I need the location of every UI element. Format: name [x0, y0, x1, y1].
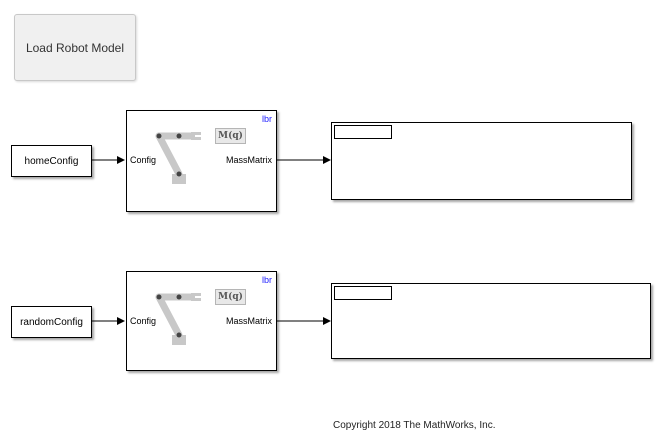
mass-matrix-icon-label: M(q): [215, 289, 246, 305]
robot-arm-icon: [155, 132, 201, 184]
input-port-label: Config: [130, 316, 157, 326]
robot-name-label: lbr: [261, 275, 272, 285]
robot-arm-icon: [155, 293, 201, 345]
display-readout: [334, 125, 392, 139]
random-config-block[interactable]: randomConfig: [11, 306, 92, 338]
output-port-label: MassMatrix: [225, 316, 272, 326]
output-port-label: MassMatrix: [225, 155, 272, 165]
copyright-text: Copyright 2018 The MathWorks, Inc.: [333, 420, 496, 431]
mass-matrix-block-random[interactable]: lbr M(q) Config MassMatrix: [126, 271, 277, 371]
home-config-block[interactable]: homeConfig: [11, 145, 92, 177]
mass-matrix-block-home[interactable]: lbr M(q) Config MassMatrix: [126, 110, 277, 212]
robot-name-label: lbr: [261, 114, 272, 124]
display-block-random[interactable]: [331, 283, 651, 359]
load-robot-model-button[interactable]: Load Robot Model: [14, 14, 136, 81]
mass-matrix-icon-label: M(q): [215, 128, 246, 144]
input-port-label: Config: [130, 155, 157, 165]
display-readout: [334, 286, 392, 300]
display-block-home[interactable]: [331, 122, 632, 200]
